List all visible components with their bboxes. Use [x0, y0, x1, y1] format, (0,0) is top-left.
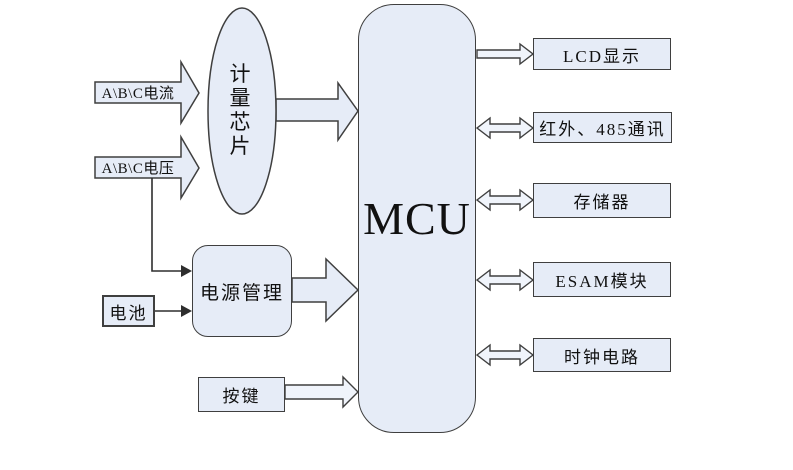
peripheral-box-memory: 存储器	[533, 183, 671, 218]
peripheral-label-esam: ESAM模块	[555, 272, 649, 291]
power-management-box: 电源管理	[192, 245, 292, 337]
keys-box: 按键	[198, 377, 285, 412]
power-to-mcu-arrow	[291, 257, 360, 323]
mcu-ir485-double-arrow	[475, 116, 535, 140]
voltage-to-power-wire	[151, 178, 181, 272]
battery-box: 电池	[102, 295, 155, 327]
peripheral-label-lcd: LCD显示	[563, 46, 641, 66]
peripheral-label-clock: 时钟电路	[564, 347, 640, 367]
mcu-to-lcd-arrow	[476, 42, 535, 66]
peripheral-box-clock: 时钟电路	[533, 338, 671, 372]
peripheral-box-lcd: LCD显示	[533, 38, 671, 70]
peripheral-label-memory: 存储器	[573, 193, 631, 212]
keys-label: 按键	[222, 387, 261, 406]
metering-to-mcu-arrow	[275, 80, 359, 143]
metering-chip-ellipse	[207, 7, 277, 215]
mcu-box: MCU	[358, 4, 476, 433]
voltage-input-arrow	[94, 134, 200, 201]
current-input-label: A\B\C电流	[101, 86, 175, 102]
voltage-input-label: A\B\C电压	[101, 161, 175, 177]
peripheral-label-ir485: 红外、485通讯	[539, 120, 666, 139]
power-management-label: 电源管理	[199, 282, 284, 304]
mcu-memory-double-arrow	[475, 188, 535, 212]
metering-chip-label: 计量芯片	[229, 62, 251, 158]
keys-to-mcu-arrow	[284, 375, 359, 409]
peripheral-box-ir485: 红外、485通讯	[533, 112, 672, 143]
battery-label: 电池	[109, 303, 148, 323]
battery-to-power-arrowhead	[181, 305, 192, 317]
voltage-to-power-arrowhead	[181, 265, 192, 277]
mcu-clock-double-arrow	[475, 343, 535, 367]
peripheral-box-esam: ESAM模块	[533, 262, 671, 297]
current-input-arrow	[94, 59, 200, 126]
mcu-label: MCU	[363, 193, 471, 244]
mcu-esam-double-arrow	[475, 268, 535, 292]
